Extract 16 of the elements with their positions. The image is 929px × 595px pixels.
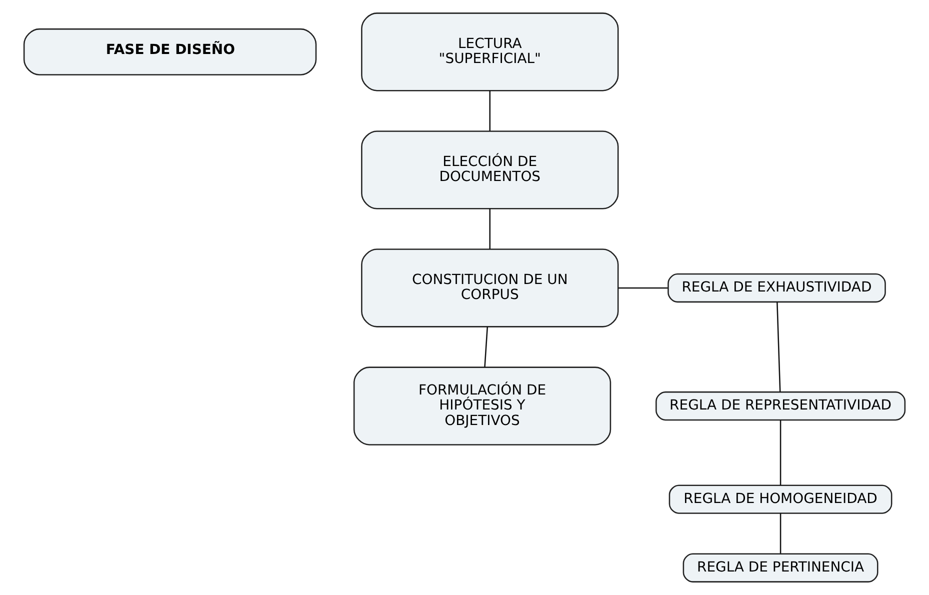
node-box: REGLA DE HOMOGENEIDAD bbox=[668, 484, 892, 514]
node-box: REGLA DE EXHAUSTIVIDAD bbox=[668, 273, 886, 303]
connector bbox=[489, 90, 491, 131]
node-box: ELECCIÓN DE DOCUMENTOS bbox=[361, 130, 619, 210]
connector bbox=[780, 420, 782, 486]
node-box: CONSTITUCION DE UN CORPUS bbox=[361, 248, 619, 328]
connector bbox=[489, 208, 491, 249]
node-box: LECTURA "SUPERFICIAL" bbox=[361, 12, 619, 92]
node-box: REGLA DE REPRESENTATIVIDAD bbox=[656, 391, 906, 421]
node-box: FASE DE DISEÑO bbox=[23, 28, 317, 76]
node-box: REGLA DE PERTINENCIA bbox=[682, 553, 878, 582]
node-box: FORMULACIÓN DE HIPÓTESIS Y OBJETIVOS bbox=[353, 366, 612, 446]
connector bbox=[780, 513, 782, 554]
connector bbox=[618, 287, 668, 289]
connector bbox=[484, 326, 488, 368]
connector bbox=[776, 302, 781, 392]
